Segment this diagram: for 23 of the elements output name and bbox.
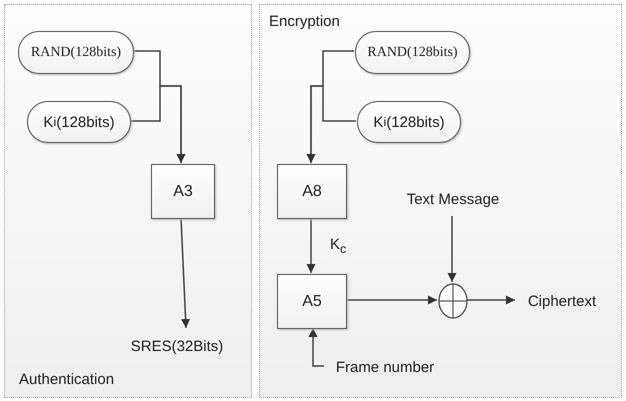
arrow (467, 296, 515, 304)
panel-background (259, 4, 622, 398)
arrow (448, 216, 456, 282)
process-box: A8 (277, 164, 347, 219)
process-box: A5 (277, 274, 347, 329)
input-pill: RAND(128bits) (355, 31, 470, 74)
flow-label: Frame number (325, 356, 445, 378)
arrow (180, 218, 190, 328)
flow-label: Ciphertext (512, 289, 612, 313)
flow-label: Text Message (393, 187, 513, 211)
panel-background (4, 4, 252, 398)
arrow (308, 328, 324, 367)
process-box: A3 (151, 164, 215, 219)
arrow (306, 85, 356, 163)
edge-label: K$_{c}$ (329, 236, 348, 256)
panel-heading: Encryption (269, 13, 340, 30)
arrow (346, 296, 437, 304)
panel-heading: Authentication (19, 371, 114, 388)
input-pill: RAND(128bits) (18, 31, 134, 74)
arrow (130, 85, 186, 163)
xor-circle (438, 283, 468, 319)
arrow (306, 218, 316, 273)
flow-label: SRES(32Bits) (127, 333, 227, 359)
